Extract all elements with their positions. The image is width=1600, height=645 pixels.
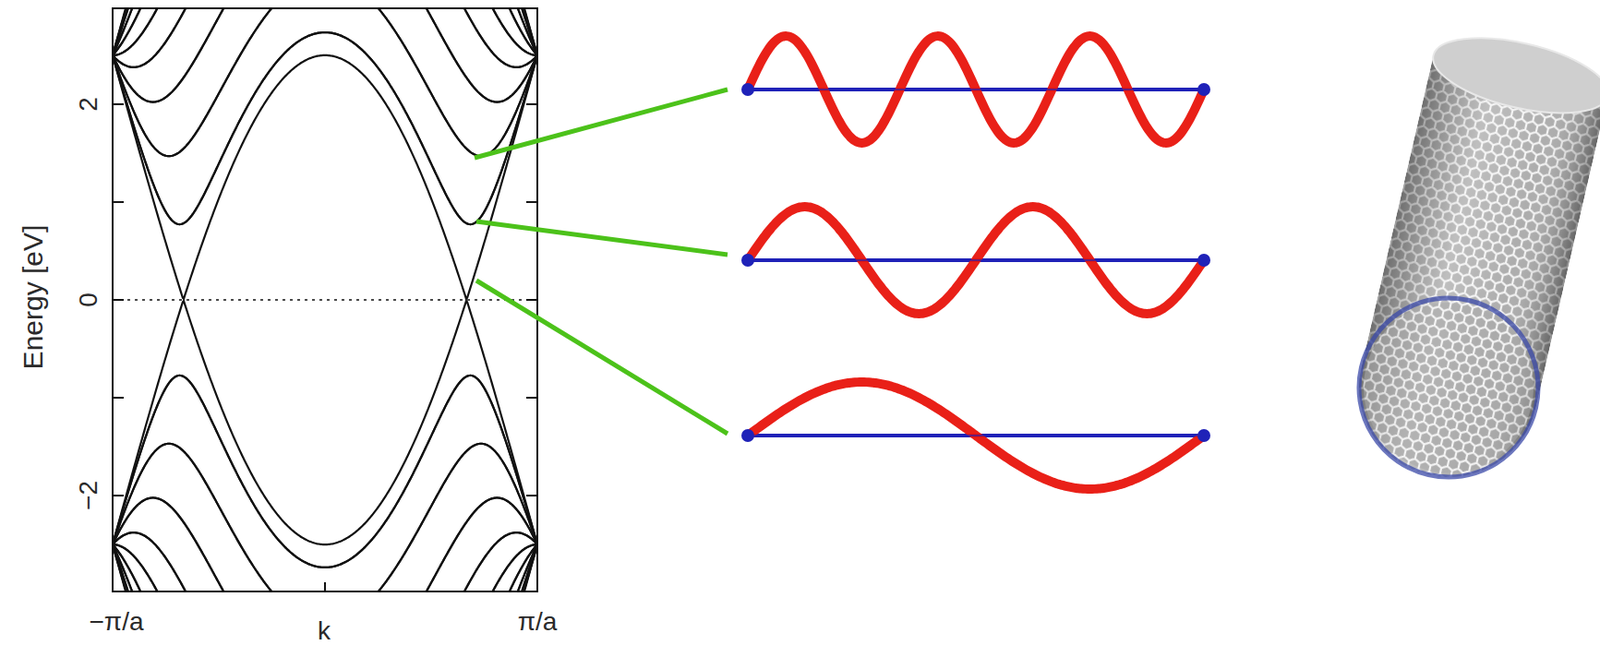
band-plot bbox=[112, 0, 538, 645]
tick-mark bbox=[526, 201, 538, 204]
tube-end bbox=[1426, 24, 1600, 128]
energy-band bbox=[112, 544, 538, 592]
tick-mark bbox=[112, 299, 124, 301]
tube-opening bbox=[1347, 286, 1552, 491]
tick-mark bbox=[526, 494, 538, 497]
leader-line bbox=[476, 280, 728, 434]
energy-band bbox=[112, 300, 538, 545]
energy-band bbox=[112, 8, 538, 68]
tick-mark bbox=[526, 103, 538, 106]
energy-band bbox=[112, 532, 538, 592]
nanotube bbox=[1326, 5, 1600, 510]
end-point bbox=[1197, 83, 1211, 97]
leader-line bbox=[474, 89, 728, 158]
end-point bbox=[1197, 253, 1211, 267]
energy-band bbox=[112, 8, 538, 56]
tick-label: π/a bbox=[517, 609, 558, 636]
tick-mark bbox=[112, 201, 124, 204]
energy-band bbox=[112, 375, 538, 568]
end-point bbox=[741, 83, 755, 97]
tick-label: −π/a bbox=[88, 609, 144, 636]
tick-mark bbox=[112, 103, 124, 106]
tick-label: 2 bbox=[75, 96, 102, 112]
axis-title: Energy [eV] bbox=[19, 225, 48, 371]
energy-band bbox=[112, 444, 538, 592]
energy-band bbox=[112, 32, 538, 225]
tick-mark bbox=[526, 299, 538, 301]
tick-mark bbox=[324, 582, 326, 592]
energy-band bbox=[112, 8, 538, 56]
wavefunction bbox=[747, 206, 1204, 314]
energy-band bbox=[112, 444, 538, 592]
end-point bbox=[741, 253, 755, 267]
energy-band bbox=[112, 375, 538, 568]
circumference-line bbox=[747, 88, 1204, 91]
energy-band bbox=[112, 544, 538, 592]
energy-band bbox=[112, 8, 538, 157]
end-point bbox=[1197, 429, 1211, 443]
energy-band bbox=[112, 8, 538, 103]
energy-band bbox=[112, 8, 538, 56]
energy-band bbox=[112, 8, 538, 56]
circumference-ring bbox=[1341, 280, 1557, 496]
energy-band bbox=[112, 8, 538, 56]
axis-title: k bbox=[317, 618, 331, 645]
energy-band bbox=[112, 544, 538, 592]
leader-lines bbox=[474, 89, 728, 434]
standing-waves bbox=[741, 36, 1211, 490]
energy-band bbox=[112, 497, 538, 592]
energy-band bbox=[112, 32, 538, 225]
end-point bbox=[741, 429, 755, 443]
circumference-line bbox=[747, 259, 1204, 262]
wavefunction bbox=[747, 36, 1204, 144]
energy-band bbox=[112, 532, 538, 592]
energy-band bbox=[112, 544, 538, 592]
energy-band bbox=[112, 8, 538, 68]
leader-line bbox=[476, 221, 728, 255]
fermi-level bbox=[112, 299, 538, 301]
energy-band bbox=[112, 55, 538, 300]
plot-frame bbox=[112, 8, 538, 592]
energy-band bbox=[112, 544, 538, 592]
tick-label: 0 bbox=[75, 292, 102, 308]
tick-mark bbox=[112, 396, 124, 399]
wavefunction bbox=[747, 382, 1204, 490]
tick-label: −2 bbox=[75, 481, 102, 511]
energy-band bbox=[112, 8, 538, 157]
circumference-line bbox=[747, 434, 1204, 437]
tick-mark bbox=[526, 396, 538, 399]
tick-mark bbox=[112, 494, 124, 497]
